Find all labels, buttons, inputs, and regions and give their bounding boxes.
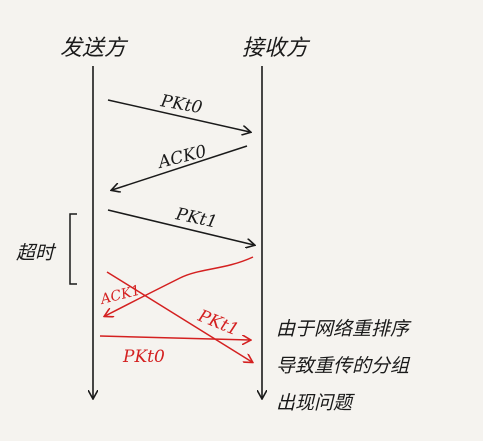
message-arrow-ack1 (105, 256, 254, 316)
message-arrow-pkt0 (107, 99, 250, 132)
note-line-3: 出现问题 (276, 392, 355, 414)
timeout-bracket (69, 213, 77, 285)
timeout-label: 超时 (16, 242, 57, 264)
message-label-ack1: ACK1 (97, 283, 142, 309)
message-label-ack0: ACK0 (154, 142, 208, 174)
note-line-2: 导致重传的分组 (276, 355, 411, 377)
message-arrow-pkt1 (107, 209, 254, 245)
receiver-label: 接收方 (242, 36, 311, 61)
message-label-pkt1: PKt1 (173, 204, 219, 232)
message-label-pkt0: PKt0 (158, 91, 204, 118)
sender-label: 发送方 (60, 36, 129, 61)
message-arrow-ack0 (112, 145, 248, 190)
message-arrow-pkt1-retransmit (106, 271, 252, 362)
message-arrow-pkt0-new (99, 336, 250, 340)
note-line-1: 由于网络重排序 (276, 318, 412, 340)
message-label-pkt1-retransmit: PKt1 (194, 306, 241, 341)
message-label-pkt0-new: PKt0 (122, 347, 165, 367)
